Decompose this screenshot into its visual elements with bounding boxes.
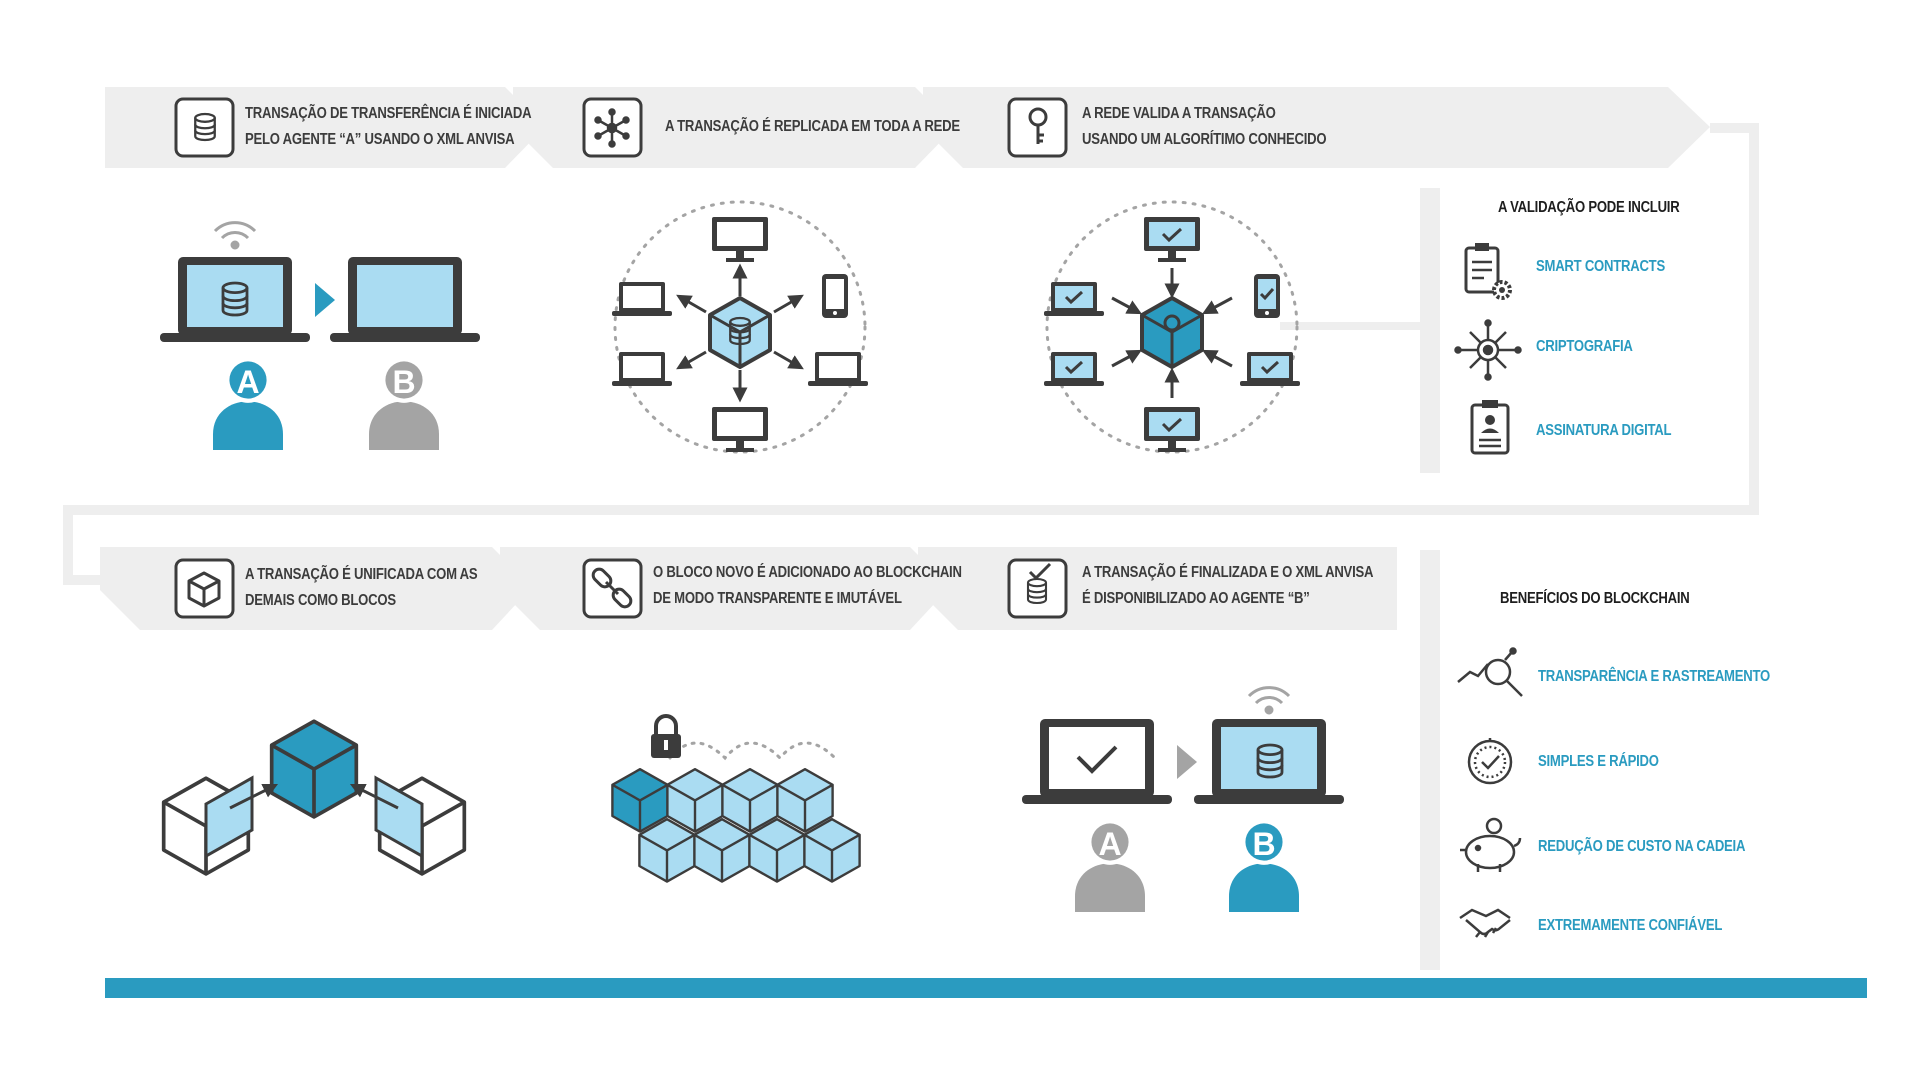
padlock-icon [651,714,681,758]
step-1-line-1: Transação de transferência é iniciada [245,105,532,122]
step-6-database-check-icon [1007,558,1068,619]
check-icon [1076,745,1118,774]
benefit-item-reducao-custo: Redução de custo na cadeia [1538,838,1746,855]
scene-network-replication [612,200,868,454]
phone-check-icon [1252,272,1282,320]
validation-panel-bar [1420,188,1440,473]
step-2-line-1: A transação é replicada em toda a rede [665,118,960,135]
step-2-label: A transação é replicada em toda a rede [665,114,960,140]
send-arrow-icon [1177,745,1197,779]
step-3-line-1: A rede valida a transação [1082,105,1276,122]
validation-item-assinatura-digital: Assinatura digital [1536,422,1672,439]
step-6-line-1: A transação é finalizada e o XML ANVISA [1082,564,1374,581]
agent-a-badge: A [1098,826,1121,862]
agent-a-badge: A [236,364,259,400]
wifi-icon [213,221,257,250]
validation-item-criptografia: Criptografia [1536,338,1633,355]
scene-transfer-start [160,221,480,450]
circuit-chip-icon [1454,319,1522,381]
magnifier-chart-icon [1457,647,1523,697]
step-5-label: O bloco novo é adicionado ao blockchain … [653,560,962,612]
laptop-check-icon [1044,350,1104,388]
agent-b-badge: B [392,364,415,400]
step-6-label: A transação é finalizada e o XML ANVISA … [1082,560,1373,612]
laptop-icon [612,352,672,386]
step-2-network-icon [582,97,643,158]
send-arrow-icon [315,283,335,317]
step-3-key-icon [1007,97,1068,158]
benefit-item-simples: Simples e rápido [1538,753,1659,770]
step-4-line-1: A transação é unificada com as [245,566,478,583]
laptop-icon [612,282,672,316]
step-3-label: A rede valida a transação usando um algo… [1082,101,1327,153]
step-5-line-2: de modo transparente e imutável [653,590,902,607]
monitor-check-icon [1142,215,1202,264]
laptop-check-icon [1240,350,1300,388]
id-clipboard-icon [1470,400,1510,455]
monitor-check-icon [1142,405,1202,454]
step-3-line-2: usando um algorítimo conhecido [1082,131,1327,148]
laptop-agent-b-icon [330,257,480,342]
monitor-icon [712,217,768,262]
piggy-bank-icon [1460,817,1522,872]
agent-b-badge: B [1252,826,1275,862]
step-4-line-2: demais como blocos [245,592,396,609]
process-connector [63,123,1759,585]
phone-icon [822,274,848,318]
scene-network-validation [1044,200,1300,454]
step-1-label: Transação de transferência é iniciada pe… [245,101,532,153]
benefits-title: Benefícios do blockchain [1500,590,1690,607]
cube-filled-icon [269,719,359,819]
step-1-database-icon [174,97,235,158]
scene-transfer-finished [1022,686,1344,912]
step-1-line-2: pelo agente “A” usando o XML ANVISA [245,131,515,148]
step-5-chain-link-icon [582,558,643,619]
step-5-line-1: O bloco novo é adicionado ao blockchain [653,564,962,581]
contract-gear-icon [1464,243,1512,300]
scene-blockchain-chain [611,714,861,883]
benefit-item-confiavel: Extremamente confiável [1538,917,1723,934]
handshake-icon [1459,908,1511,938]
wifi-icon [1247,686,1291,715]
benefits-panel-bar [1420,550,1440,970]
step-6-line-2: é disponibilizado ao agente “B” [1082,590,1310,607]
step-4-cube-icon [174,558,235,619]
monitor-icon [712,407,768,452]
stopwatch-icon [1467,738,1513,785]
validation-item-smart-contracts: Smart contracts [1536,258,1665,275]
footer-accent-bar [105,978,1867,998]
laptop-icon [808,352,868,386]
step-band-3 [923,87,1710,168]
scene-blocks-unified [161,719,467,876]
laptop-check-icon [1044,280,1104,318]
validation-title: A validação pode incluir [1498,199,1680,216]
benefit-item-transparencia: Transparência e rastreamento [1538,668,1770,685]
step-4-label: A transação é unificada com as demais co… [245,562,478,614]
